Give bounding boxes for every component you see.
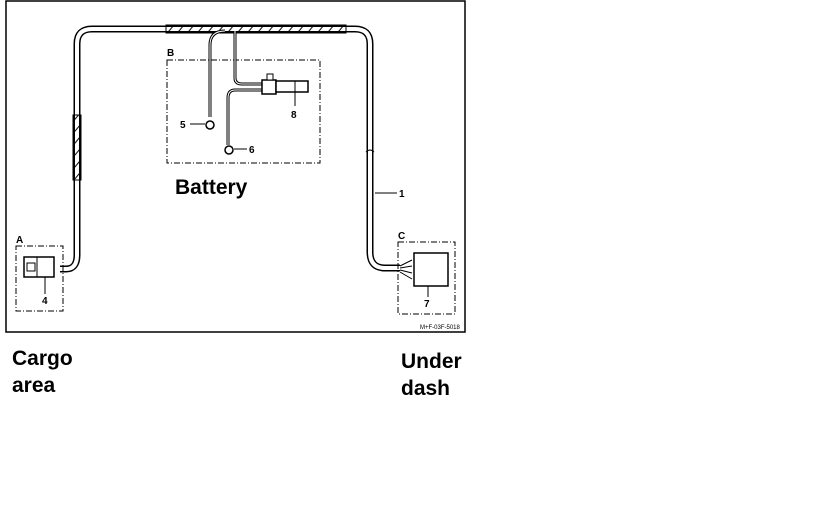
callout-5: 5 bbox=[180, 120, 186, 131]
battery-branch bbox=[208, 29, 262, 145]
callout-7: 7 bbox=[424, 299, 430, 310]
cargo-line-2: area bbox=[12, 374, 56, 397]
dash-line-1: Under bbox=[401, 350, 462, 373]
connector-7 bbox=[399, 252, 449, 297]
cargo-line-1: Cargo bbox=[12, 347, 73, 370]
ring-terminal-6 bbox=[224, 145, 234, 155]
zone-c-label: C bbox=[398, 231, 405, 242]
ring-terminal-5 bbox=[205, 120, 215, 130]
sleeve-top bbox=[165, 24, 347, 34]
zone-c-box bbox=[397, 241, 456, 315]
callout-6: 6 bbox=[249, 145, 255, 156]
callout-1: 1 bbox=[399, 189, 405, 200]
figure-code: M+F-03F-5018 bbox=[420, 325, 461, 331]
battery-annotation: Battery bbox=[175, 176, 248, 199]
under-dash-annotation: Under dash bbox=[401, 348, 462, 402]
zone-b-label: B bbox=[167, 48, 174, 59]
callout-4: 4 bbox=[42, 296, 48, 307]
diagram-frame bbox=[5, 0, 466, 333]
zone-b-box bbox=[166, 59, 321, 164]
fuse-holder-8 bbox=[261, 73, 309, 106]
zone-a-label: A bbox=[16, 235, 23, 246]
connector-4 bbox=[23, 256, 55, 294]
sleeve-left bbox=[72, 114, 82, 181]
dash-line-2: dash bbox=[401, 377, 451, 400]
callout-8: 8 bbox=[291, 110, 297, 121]
cargo-area-annotation: Cargo area bbox=[12, 345, 73, 399]
zone-a-box bbox=[15, 245, 64, 312]
